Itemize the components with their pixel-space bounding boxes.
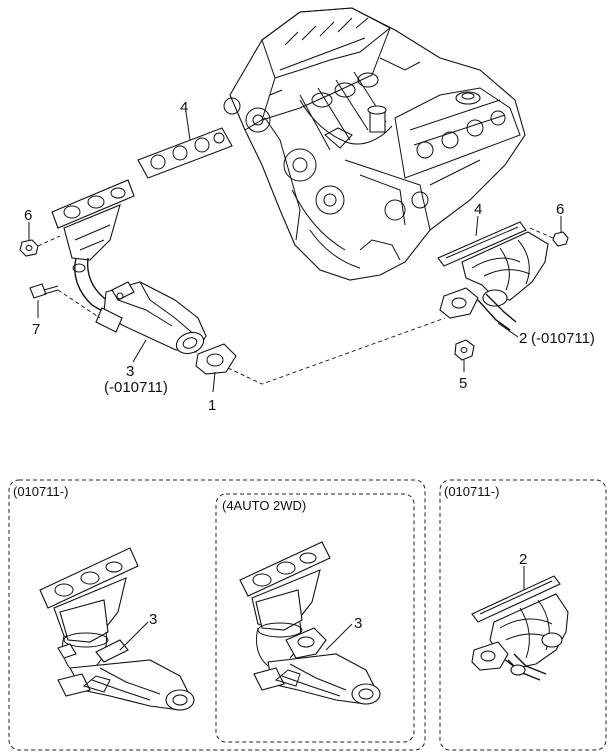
leader-4-right — [475, 215, 479, 237]
dash-7 — [57, 289, 101, 319]
callout-7: 7 — [32, 321, 40, 338]
panel-left-callout: 3 — [149, 611, 157, 628]
panel-middle-converter — [239, 541, 381, 705]
callout-3-note: (-010711) — [104, 379, 168, 396]
dash-link-1-2 — [227, 317, 446, 385]
dash-6-left — [37, 235, 61, 247]
callout-6-left: 6 — [24, 207, 32, 224]
panel-left-converter — [39, 547, 195, 711]
panel-right-frame — [439, 479, 607, 751]
callout-2: 2 — [519, 330, 527, 347]
nut-right — [552, 231, 569, 247]
panel-right-manifold — [471, 575, 569, 681]
nut-left — [19, 239, 39, 257]
catalytic-converter — [95, 281, 207, 355]
leader-3 — [132, 339, 147, 363]
leader-2 — [497, 322, 519, 338]
engine-block — [223, 7, 526, 281]
panel-middle-leader — [325, 623, 353, 651]
nut-5 — [454, 339, 475, 361]
panel-right-callout: 2 — [519, 551, 527, 568]
bolt — [29, 283, 59, 299]
panel-middle-label: (4AUTO 2WD) — [222, 498, 306, 513]
exhaust-manifold-left — [51, 179, 135, 313]
downpipe-gasket — [195, 343, 237, 375]
callout-2-note: (-010711) — [531, 330, 595, 347]
panel-middle-frame — [215, 493, 415, 743]
callout-3: 3 — [126, 363, 134, 380]
panel-middle-callout: 3 — [354, 615, 362, 632]
panel-left-label: (010711-) — [13, 484, 68, 499]
callout-1: 1 — [208, 397, 216, 414]
callout-4-left: 4 — [180, 99, 188, 116]
panel-left-leader — [119, 621, 149, 651]
panel-right-label: (010711-) — [444, 484, 499, 499]
leader-4-left — [185, 111, 191, 141]
exhaust-manifold-right — [439, 231, 549, 331]
exhaust-gasket-left — [137, 127, 233, 179]
callout-5: 5 — [459, 375, 467, 392]
leader-1 — [212, 371, 216, 393]
panel-left-frame — [8, 479, 426, 751]
callout-6-right: 6 — [556, 201, 564, 218]
exhaust-gasket-right — [437, 221, 527, 267]
callout-4-right: 4 — [474, 201, 482, 218]
